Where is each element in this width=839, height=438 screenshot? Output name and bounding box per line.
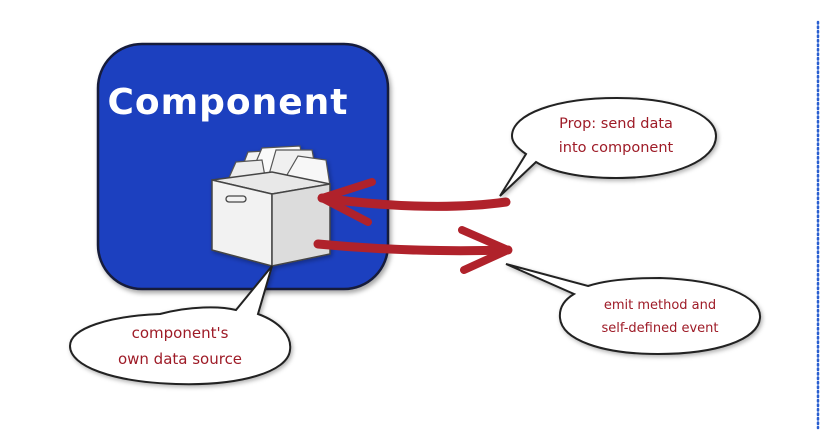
emit-callout xyxy=(505,263,762,356)
component-title: Component xyxy=(107,82,348,123)
data-source-callout-line1: component's xyxy=(132,324,229,342)
emit-arrow xyxy=(313,226,513,274)
prop-arrow xyxy=(317,178,511,226)
data-source-callout-line2: own data source xyxy=(118,350,242,368)
prop-callout-line1: Prop: send data xyxy=(559,116,673,132)
data-source-callout xyxy=(68,265,292,386)
prop-callout-line2: into component xyxy=(559,140,674,156)
prop-callout xyxy=(499,96,718,197)
file-box-icon xyxy=(211,145,331,267)
emit-callout-line1: emit method and xyxy=(604,298,716,313)
emit-callout-line2: self-defined event xyxy=(601,321,718,336)
